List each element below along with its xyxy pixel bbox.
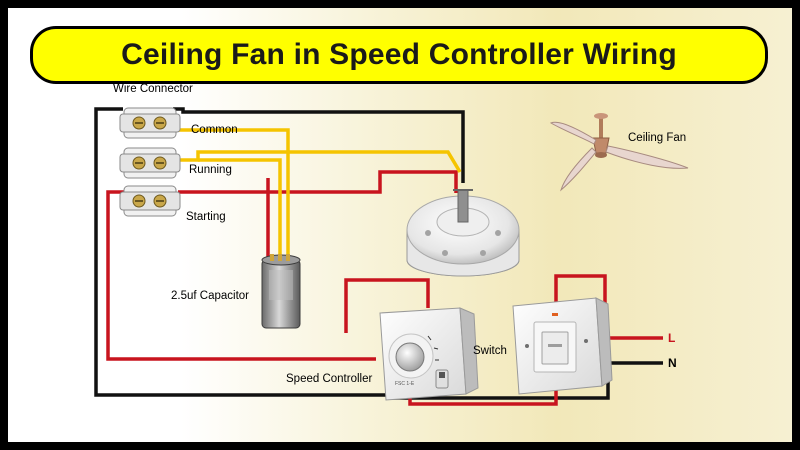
label-running: Running [189,164,232,176]
label-live: L [668,331,675,345]
wire-yellow-running-motor [174,150,462,173]
label-wire-connector: Wire Connector [113,83,193,95]
switch-icon [512,297,613,395]
wire-red-controller-in [344,278,430,333]
fan-motor-icon [406,189,520,277]
ceiling-fan-icon [549,113,689,192]
label-common: Common [191,124,238,136]
label-capacitor: 2.5uf Capacitor [171,290,249,302]
terminal-block-icon [119,107,181,217]
wire-red-running-motor [178,170,458,194]
wire-yellow-running-cap [198,158,282,258]
wire-red-starting [106,190,376,361]
speed-controller-icon: FSC 1-E [379,307,479,401]
capacitor-icon [261,254,301,329]
label-speed-controller: Speed Controller [286,373,372,385]
label-starting: Starting [186,211,226,223]
label-neutral: N [668,356,677,370]
controller-badge: FSC 1-E [395,381,415,387]
title-banner: Ceiling Fan in Speed Controller Wiring [30,26,768,84]
wire-yellow-common-cap [174,128,290,258]
label-switch: Switch [473,345,507,357]
label-ceiling-fan: Ceiling Fan [628,132,686,144]
wiring-diagram: FSC 1-E Wire Connector Common Running St… [94,83,689,406]
wire-red-live [554,274,663,340]
wire-black-motor [173,107,465,183]
